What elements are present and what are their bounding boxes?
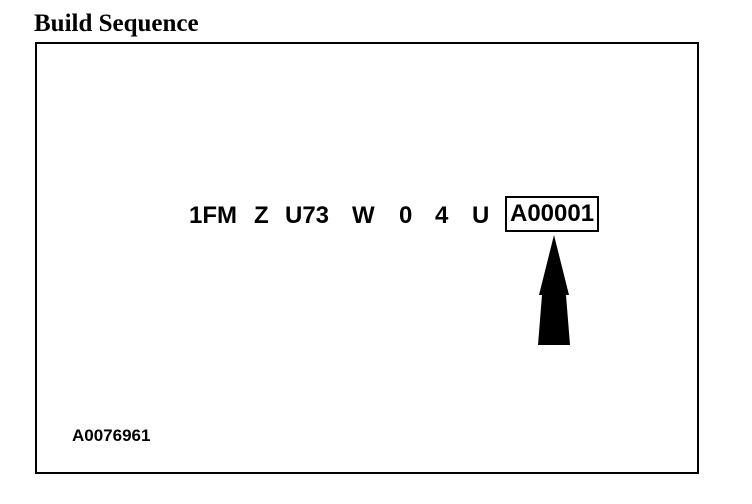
- vin-segment-wmi: 1FM: [189, 202, 237, 229]
- vin-segment-plant: U: [472, 202, 490, 229]
- diagram-title: Build Sequence: [34, 10, 199, 37]
- vin-segment-restraint: Z: [254, 202, 269, 229]
- vin-segment-check-digit: 0: [399, 202, 413, 229]
- vin-segment-engine: W: [352, 202, 375, 229]
- up-arrow-icon: [538, 235, 570, 345]
- diagram-frame: [35, 42, 699, 474]
- vin-segment-build-sequence: A00001: [505, 196, 600, 232]
- vin-segment-line-series: U73: [285, 202, 330, 229]
- vin-segment-model-year: 4: [435, 202, 449, 229]
- figure-id: A0076961: [72, 426, 151, 445]
